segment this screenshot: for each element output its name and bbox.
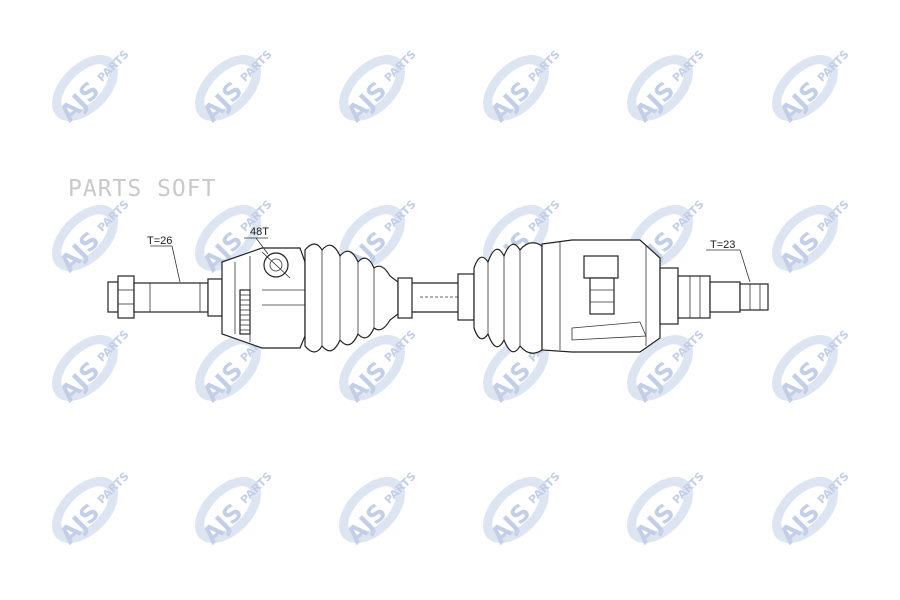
parts-soft-watermark: PARTS SOFT xyxy=(68,176,217,202)
right-spline-shaft xyxy=(659,267,769,325)
left-spline-shaft xyxy=(133,278,223,317)
leader-lines xyxy=(150,237,751,283)
outer-cv-joint xyxy=(221,247,306,349)
inner-boot xyxy=(457,242,543,354)
abs-ring-label: 48T xyxy=(250,226,269,238)
left-nut xyxy=(107,275,135,319)
left-spline-label: T=26 xyxy=(147,235,172,247)
drive-shaft: T=26 48T T=23 xyxy=(107,226,769,354)
abs-ring xyxy=(239,289,251,335)
inner-tripod-joint xyxy=(541,239,661,353)
right-spline-label: T=23 xyxy=(710,239,735,251)
outer-boot xyxy=(304,243,413,353)
